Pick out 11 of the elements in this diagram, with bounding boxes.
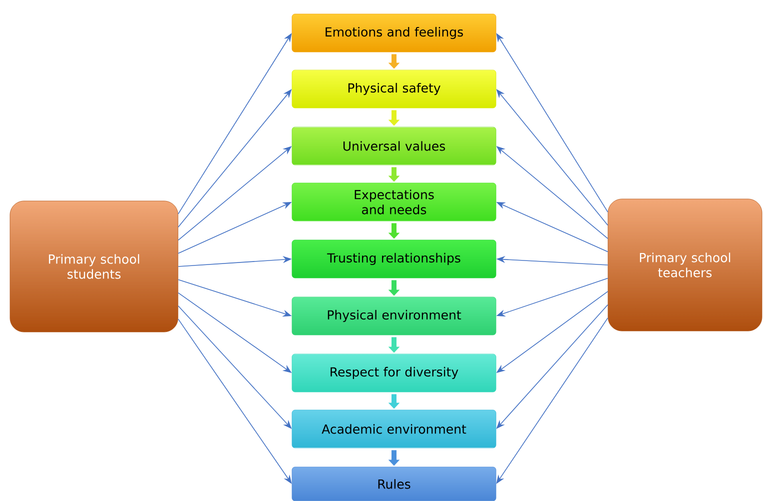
step-box: Trusting relationships [292, 240, 496, 278]
step-box: Universal values [292, 126, 496, 166]
step-box: Physical safety [292, 70, 496, 108]
step-box: Academic environment [292, 410, 496, 448]
step-box: Rules [292, 466, 496, 501]
step-box: Respect for diversity [292, 354, 496, 392]
step-box: Physical environment [292, 296, 496, 336]
side-box: Primary school teachers [608, 198, 762, 332]
side-box: Primary school students [10, 200, 178, 332]
step-box: Expectations and needs [292, 182, 496, 222]
step-box: Emotions and feelings [292, 14, 496, 52]
